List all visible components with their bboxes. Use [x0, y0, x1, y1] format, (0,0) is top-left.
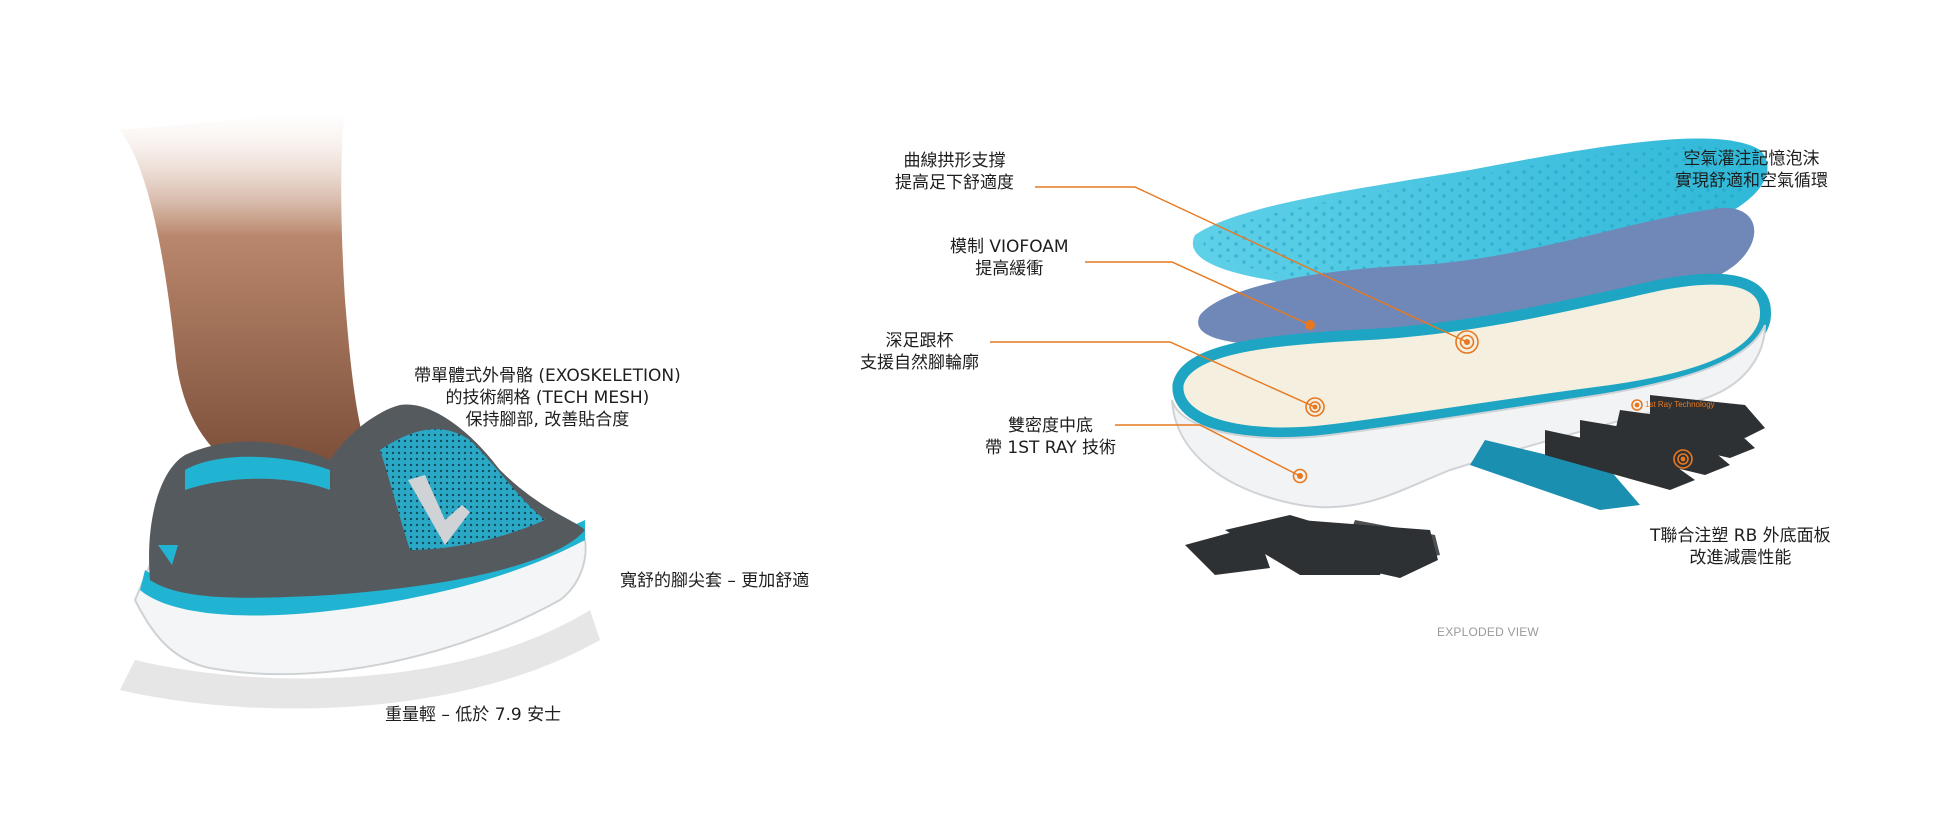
- viofoam-label-line2: 提高緩衝: [975, 259, 1044, 279]
- midsole-label-line1: 雙密度中底: [1008, 416, 1094, 436]
- weight-label: 重量輕 – 低於 7.9 安士: [385, 705, 562, 725]
- outsole-label-line2: 改進減震性能: [1689, 548, 1792, 568]
- outsole-label: T聯合注塑 RB 外底面板 改進減震性能: [1650, 525, 1831, 569]
- heel-logo: [158, 545, 178, 565]
- arch-support-label: 曲線拱形支撐 提高足下舒適度: [895, 150, 1014, 194]
- callout-dot-tech: [1631, 399, 1643, 411]
- outsole-pads-left: [1185, 515, 1440, 578]
- exoskeleton-label: 帶單體式外骨骼 (EXOSKELETION) 的技術網格 (TECH MESH)…: [414, 365, 681, 431]
- callout-dot-heel: [1305, 397, 1325, 417]
- callout-line-heel: [990, 341, 1316, 408]
- callout-lines: [990, 186, 1468, 477]
- exoskeleton-label-line3: 保持腳部, 改善貼合度: [465, 410, 630, 430]
- callout-dot-outsole: [1673, 449, 1693, 469]
- viofoam-label: 模制 VIOFOAM 提高緩衝: [950, 236, 1069, 280]
- callout-dot-midsole: [1292, 468, 1308, 484]
- insole-dots: [1203, 146, 1751, 280]
- midsole: [1171, 324, 1766, 509]
- arch-support-label-line2: 提高足下舒適度: [895, 173, 1014, 193]
- exploded-view: [1171, 138, 1772, 578]
- callout-dots: [1292, 320, 1693, 484]
- arch-support-label-line1: 曲線拱形支撐: [903, 151, 1006, 171]
- exploded-view-caption: EXPLODED VIEW: [1437, 625, 1539, 639]
- memory-foam-label: 空氣灌注記憶泡沫 實現舒適和空氣循環: [1675, 148, 1828, 192]
- midsole-label-line2: 帶 1ST RAY 技術: [985, 438, 1117, 458]
- callout-line-viofoam: [1085, 261, 1311, 326]
- viofoam-label-line1: 模制 VIOFOAM: [950, 237, 1069, 257]
- memory-foam-label-line2: 實現舒適和空氣循環: [1675, 171, 1828, 191]
- outsole-piece-teal: [1470, 440, 1640, 510]
- viofoam-layer: [1198, 207, 1755, 345]
- heel-cup-label-line1: 深足跟杯: [885, 331, 954, 351]
- callout-dot-viofoam: [1305, 320, 1315, 330]
- heel-cup-label-line2: 支援自然腳輪廓: [860, 353, 979, 373]
- callout-line-midsole: [1115, 424, 1301, 477]
- exoskeleton-label-line2: 的技術網格 (TECH MESH): [445, 388, 650, 408]
- midsole-label: 雙密度中底 帶 1ST RAY 技術: [985, 415, 1116, 459]
- collar-teal: [185, 456, 330, 490]
- toe-box-label: 寬舒的腳尖套 – 更加舒適: [620, 571, 810, 591]
- exoskeleton-label-line1: 帶單體式外骨骼 (EXOSKELETION): [414, 366, 681, 386]
- callout-line-arch: [1035, 186, 1468, 343]
- memory-foam-label-line1: 空氣灌注記憶泡沫: [1683, 149, 1820, 169]
- outsole-label-line1: T聯合注塑 RB 外底面板: [1650, 526, 1831, 546]
- sole-shadow: [120, 610, 600, 709]
- mesh-panel: [380, 429, 545, 550]
- leg-shape: [120, 110, 370, 470]
- shoe-side-view: [120, 110, 600, 709]
- callout-dot-arch: [1455, 330, 1479, 354]
- tech-tag: 1st Ray Technology: [1645, 400, 1715, 409]
- heel-cup-label: 深足跟杯 支援自然腳輪廓: [860, 330, 979, 374]
- heel-cup: [1172, 273, 1772, 439]
- v-logo: [408, 475, 470, 545]
